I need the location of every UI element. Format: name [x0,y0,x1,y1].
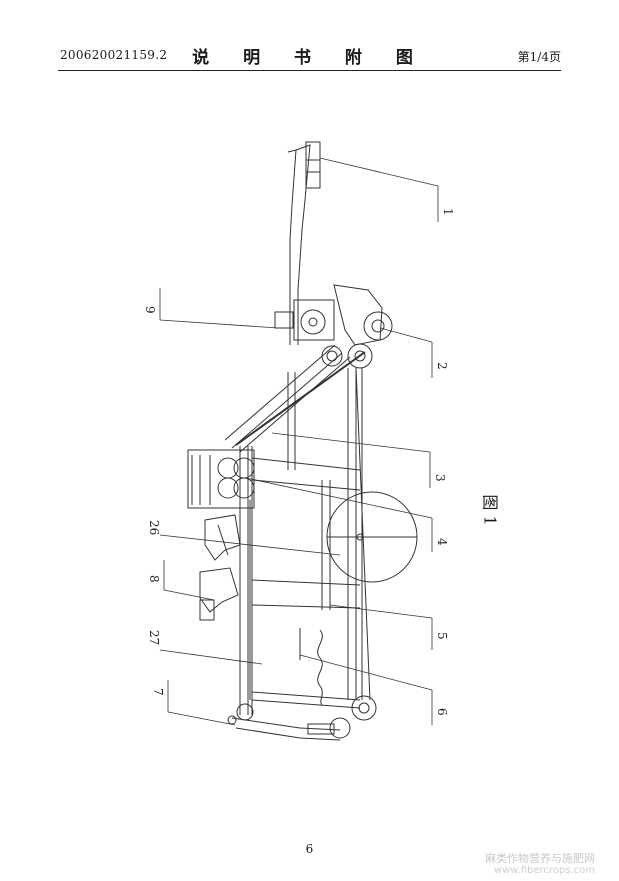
inclined-boom [224,344,366,453]
callout-5: 5 [435,632,449,640]
callout-27: 27 [147,630,161,645]
blade-brackets [199,514,241,621]
watermark-text: 麻类作物营养与施肥网 [485,852,595,865]
page-of-count: 第1/4页 [517,50,561,64]
callout-1: 1 [441,208,455,216]
feed-chute [274,141,393,346]
pulleys [187,343,377,739]
document-number: 200620021159.2 [60,48,168,62]
figure-caption: 图 1 [480,494,500,526]
belt [249,367,371,701]
callout-7: 7 [151,688,165,696]
page-title: 说 明 书 附 图 [192,48,427,68]
callout-9: 9 [143,306,157,314]
leader-lines [159,157,439,726]
header-rule [58,70,561,71]
callout-26: 26 [147,520,161,535]
page-number: 6 [305,842,314,856]
screw-conveyor [317,629,323,706]
callout-2: 2 [435,362,449,370]
lower-arm [231,717,341,741]
callout-8: 8 [147,575,161,583]
callout-3: 3 [433,474,447,482]
callout-4: 4 [435,538,449,546]
main-frame [228,368,363,715]
watermark-url: www.fibercrops.com [493,865,595,876]
callout-6: 6 [435,708,449,716]
